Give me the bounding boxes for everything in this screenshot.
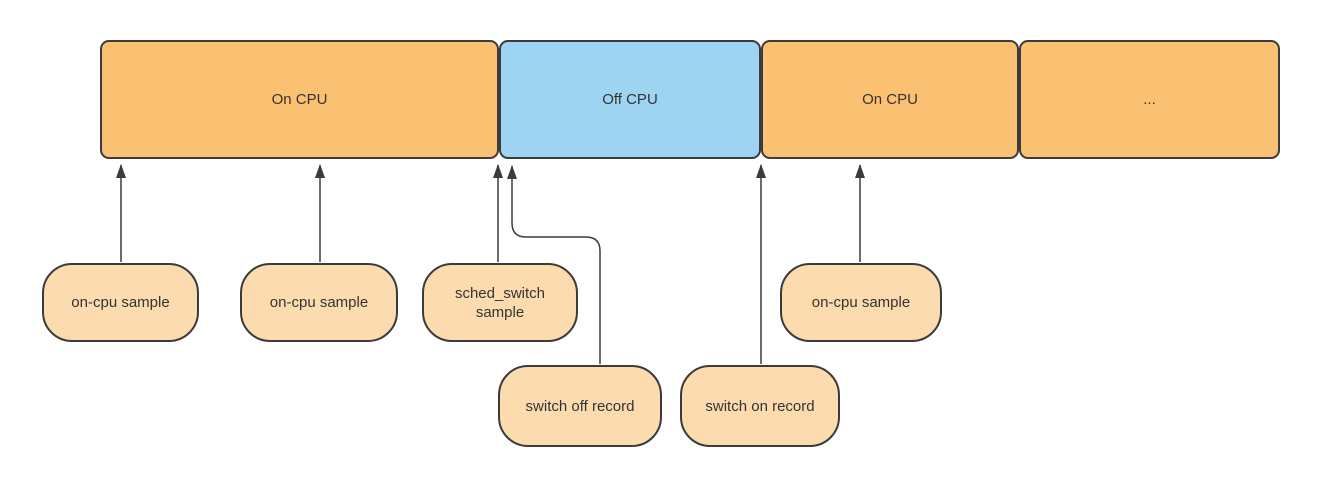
callout-label: switch off record: [525, 397, 635, 415]
timeline-segment-label: On CPU: [862, 91, 918, 108]
timeline-segment-ellipsis: ...: [1019, 40, 1280, 159]
callout-switch-on-record: switch on record: [680, 365, 840, 447]
timeline-segment-on-cpu-1: On CPU: [100, 40, 499, 159]
timeline-segment-label: Off CPU: [602, 91, 658, 108]
callout-sched-switch-sample: sched_switch sample: [422, 263, 578, 342]
timeline-segment-label: On CPU: [271, 91, 328, 108]
timeline-segment-on-cpu-2: On CPU: [761, 40, 1019, 159]
timeline-segment-off-cpu: Off CPU: [499, 40, 761, 159]
callout-label: on-cpu sample: [71, 294, 170, 311]
callout-on-cpu-sample-1: on-cpu sample: [42, 263, 199, 342]
callout-on-cpu-sample-2: on-cpu sample: [240, 263, 398, 342]
callout-label: on-cpu sample: [269, 294, 369, 311]
callout-label: sched_switch sample: [454, 284, 546, 321]
callout-on-cpu-sample-3: on-cpu sample: [780, 263, 942, 342]
callout-switch-off-record: switch off record: [498, 365, 662, 447]
timeline-segment-label: ...: [1143, 91, 1156, 108]
callout-label: on-cpu sample: [811, 294, 911, 311]
callout-label: switch on record: [705, 397, 815, 415]
